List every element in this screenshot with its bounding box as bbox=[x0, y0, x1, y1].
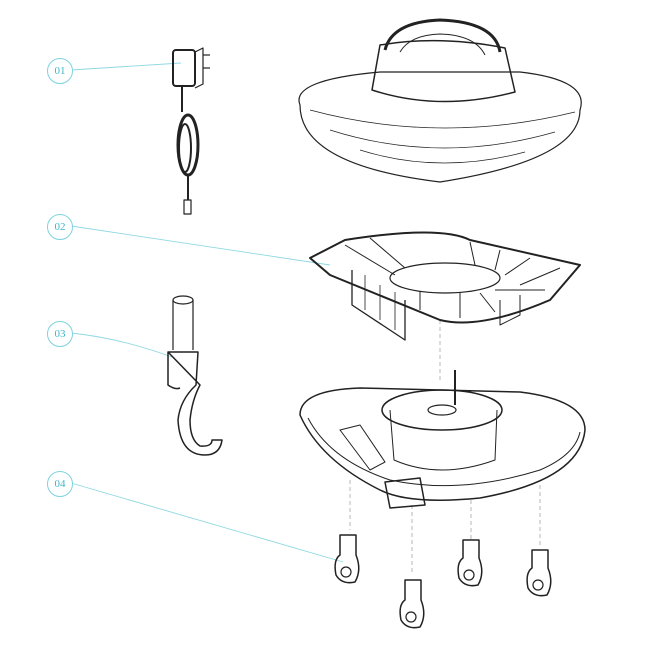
hook-tool-part bbox=[167, 295, 223, 456]
wheel bbox=[526, 549, 552, 597]
leader-line-02 bbox=[70, 225, 331, 266]
assembly-guides bbox=[349, 320, 541, 575]
callout-02: 02 bbox=[47, 214, 73, 240]
filter-frame-part bbox=[309, 231, 581, 341]
callout-03: 03 bbox=[47, 321, 73, 347]
power-adapter-part bbox=[172, 47, 210, 215]
wheel bbox=[399, 579, 425, 629]
wheel bbox=[334, 534, 360, 584]
leader-line-03 bbox=[70, 332, 173, 358]
leader-line-04 bbox=[70, 482, 344, 563]
callout-01: 01 bbox=[47, 58, 73, 84]
wheel bbox=[457, 539, 483, 587]
base-unit-part bbox=[299, 370, 586, 509]
leader-line-01 bbox=[70, 62, 182, 71]
callout-04: 04 bbox=[47, 471, 73, 497]
wheel-parts bbox=[334, 534, 552, 629]
top-cover-part bbox=[298, 18, 582, 183]
leader-lines bbox=[70, 62, 344, 563]
